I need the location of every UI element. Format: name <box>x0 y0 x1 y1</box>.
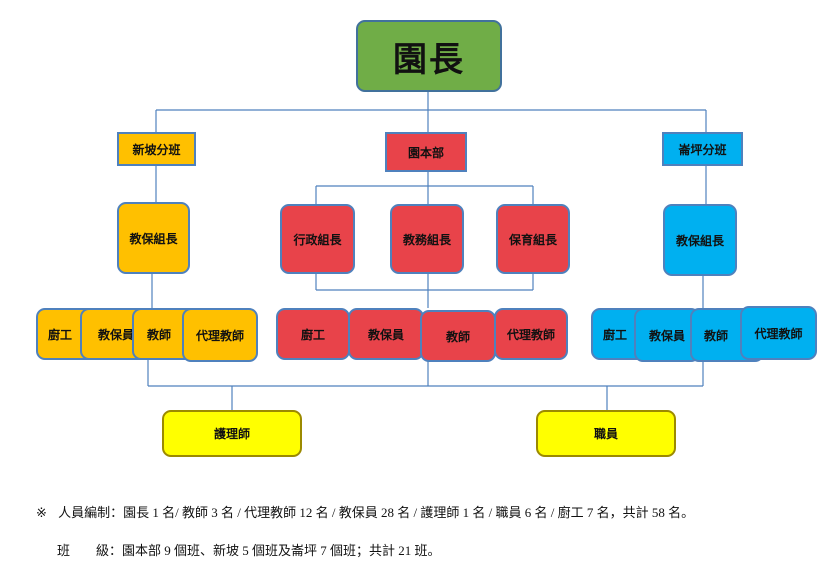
kanping-care-manager-box: 教保組長 <box>663 204 737 276</box>
kanping-cook-label: 廚工 <box>603 327 628 342</box>
nurse-label: 護理師 <box>213 427 250 441</box>
academic-manager-box: 教務組長 <box>390 204 464 274</box>
clerk-box: 職員 <box>536 410 676 457</box>
kanping-caregiver-label: 教保員 <box>648 328 685 343</box>
xinpo-caregiver-label: 教保員 <box>97 327 134 342</box>
admin-manager-label: 行政組長 <box>293 232 342 247</box>
xinpo-care-manager-box: 教保組長 <box>117 202 190 274</box>
main-teacher-box: 教師 <box>420 310 496 362</box>
clerk-label: 職員 <box>593 427 618 441</box>
kanping-caregiver-box: 教保員 <box>634 308 700 362</box>
principal-label: 園長 <box>393 39 465 80</box>
care-manager-label: 保育組長 <box>508 232 557 247</box>
xinpo-teacher-label: 教師 <box>147 327 172 342</box>
xinpo-cook-label: 廚工 <box>48 327 73 342</box>
xinpo-substitute-teacher-box: 代理教師 <box>182 308 258 362</box>
kanping-branch-box: 崙坪分班 <box>662 132 743 166</box>
main-cook-label: 廚工 <box>300 327 325 342</box>
kanping-substitute-teacher-box: 代理教師 <box>740 306 817 360</box>
main-caregiver-label: 教保員 <box>367 327 404 342</box>
principal-box: 園長 <box>356 20 502 92</box>
care-manager-box: 保育組長 <box>496 204 570 274</box>
kanping-branch-label: 崙坪分班 <box>678 142 727 157</box>
kanping-care-manager-label: 教保組長 <box>675 233 724 248</box>
main-cook-box: 廚工 <box>276 308 350 360</box>
note-mark: ※ <box>36 505 47 520</box>
note-personnel: ※ 人員編制：園長 1 名/ 教師 3 名 / 代理教師 12 名 / 教保員 … <box>36 502 694 521</box>
main-substitute-teacher-label: 代理教師 <box>506 327 555 342</box>
xinpo-substitute-teacher-label: 代理教師 <box>195 328 244 343</box>
main-substitute-teacher-box: 代理教師 <box>494 308 568 360</box>
main-campus-box: 園本部 <box>385 132 467 172</box>
note-classes-text: ：園本部 9 個班、新坡 5 個班及崙坪 7 個班；共計 21 班。 <box>109 543 441 558</box>
main-teacher-label: 教師 <box>445 329 470 344</box>
note-personnel-text: 人員編制：園長 1 名/ 教師 3 名 / 代理教師 12 名 / 教保員 28… <box>58 505 695 520</box>
note-classes-label: 班 級 <box>57 543 110 558</box>
note-classes: 班 級：園本部 9 個班、新坡 5 個班及崙坪 7 個班；共計 21 班。 <box>57 540 441 559</box>
xinpo-care-manager-label: 教保組長 <box>129 231 178 246</box>
main-caregiver-box: 教保員 <box>348 308 424 360</box>
main-campus-label: 園本部 <box>407 145 444 160</box>
academic-manager-label: 教務組長 <box>402 232 451 247</box>
xinpo-branch-box: 新坡分班 <box>117 132 196 166</box>
kanping-teacher-label: 教師 <box>704 328 729 343</box>
kanping-substitute-teacher-label: 代理教師 <box>754 326 803 341</box>
xinpo-branch-label: 新坡分班 <box>132 142 181 157</box>
nurse-box: 護理師 <box>162 410 302 457</box>
admin-manager-box: 行政組長 <box>280 204 355 274</box>
